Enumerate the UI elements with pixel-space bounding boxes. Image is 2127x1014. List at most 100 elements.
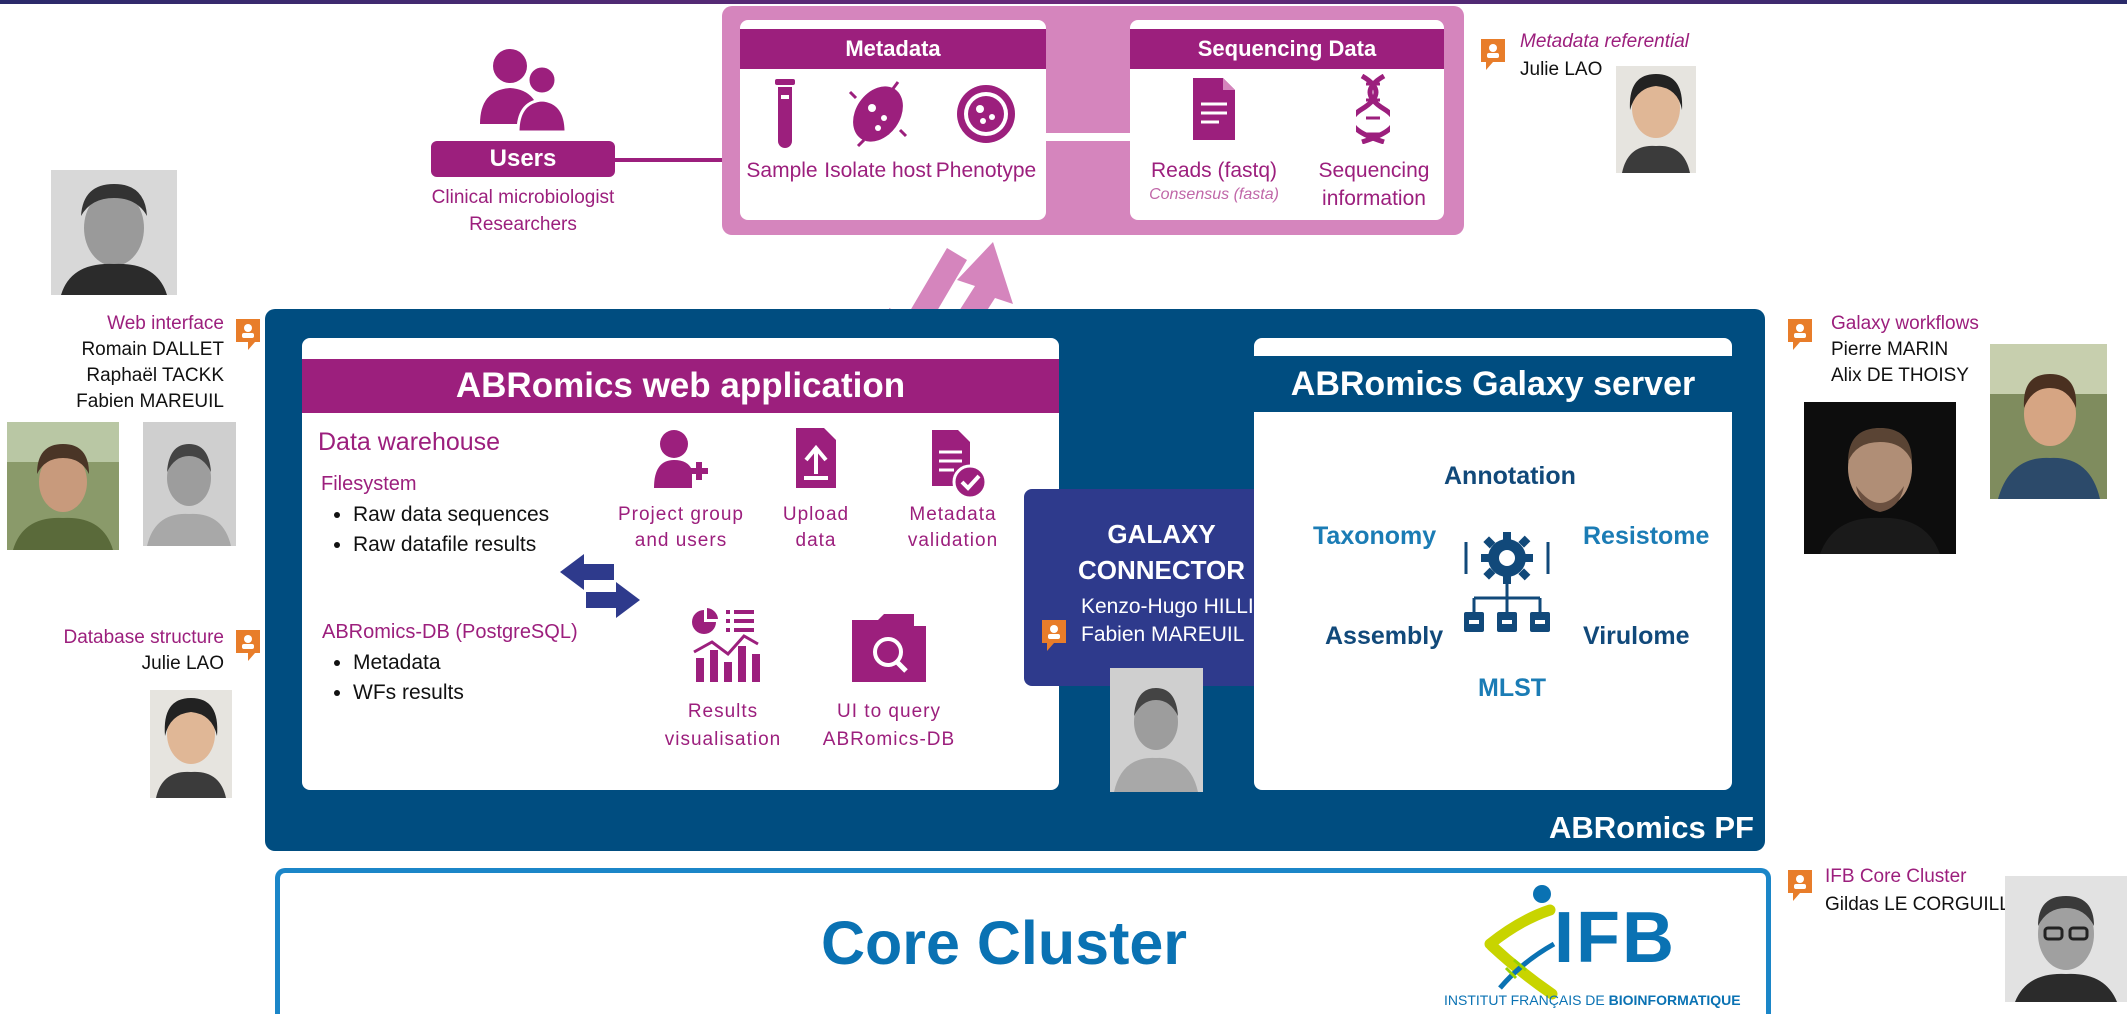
- users-line2: Researchers: [469, 214, 577, 235]
- pierre-marin-photo: [1804, 402, 1956, 554]
- db-item: WFs results: [353, 681, 464, 705]
- feature-line: and users: [634, 530, 728, 551]
- workflow-gear-icon: [1460, 528, 1554, 636]
- ifb-core-role: IFB Core Cluster: [1825, 866, 1967, 887]
- tool-virulome: Virulome: [1583, 622, 1690, 650]
- contact-pin-icon: [233, 316, 263, 352]
- dna-icon: [1349, 73, 1397, 145]
- feature-line: ABRomics-DB: [822, 729, 956, 750]
- metadata-card-title: Metadata: [740, 29, 1046, 69]
- galaxy-workflows-person-2: Alix DE THOISY: [1831, 365, 1969, 386]
- database-structure-role: Database structure: [63, 627, 224, 648]
- ifb-caption-b: BIOINFORMATIQUE: [1608, 992, 1741, 1008]
- contact-pin-icon: [233, 627, 263, 663]
- reads-label: Reads (fastq): [1150, 159, 1278, 182]
- feature-line: validation: [907, 530, 999, 551]
- contact-pin-icon: [1785, 867, 1815, 903]
- connector-person: Fabien MAREUIL: [1081, 623, 1245, 646]
- database-structure-person: Julie LAO: [141, 653, 224, 674]
- users-line1: Clinical microbiologist: [431, 187, 615, 208]
- panel-link-bar: [1045, 133, 1135, 141]
- ifb-core-person: Gildas LE CORGUILLE: [1825, 894, 2023, 915]
- julie-lao-photo-top: [1616, 66, 1696, 173]
- raphael-tackk-photo: [7, 422, 119, 550]
- romain-dallet-photo: [51, 170, 177, 295]
- web-interface-person-3: Fabien MAREUIL: [76, 391, 224, 412]
- connector-people: Kenzo-Hugo HILLION Fabien MAREUIL: [1081, 593, 1285, 649]
- tool-annotation: Annotation: [1444, 462, 1576, 490]
- tool-assembly: Assembly: [1325, 622, 1444, 650]
- query-folder-icon: [850, 612, 928, 684]
- web-interface-person-2: Raphaël TACKK: [86, 365, 224, 386]
- tool-resistome: Resistome: [1583, 522, 1710, 550]
- isolate-host-icon: [848, 78, 908, 150]
- tool-mlst: MLST: [1478, 674, 1547, 702]
- ifb-caption-a: INSTITUT FRANÇAIS DE: [1444, 992, 1605, 1008]
- isolate-host-label: Isolate host: [824, 159, 932, 182]
- top-border: [0, 0, 2127, 4]
- feature-line: Results: [687, 701, 759, 722]
- sample-icon: [772, 79, 798, 153]
- connector-line1: GALAXY: [1107, 519, 1216, 549]
- filesystem-list: Raw data sequences Raw datafile results: [327, 503, 549, 563]
- sequencing-info-line1: Sequencing: [1318, 159, 1430, 182]
- data-warehouse-title: Data warehouse: [318, 428, 501, 456]
- feature-line: Metadata: [909, 504, 997, 525]
- ifb-logo-text: IFB: [1554, 898, 1676, 978]
- tool-taxonomy: Taxonomy: [1313, 522, 1437, 550]
- pf-label: ABRomics PF: [1549, 810, 1754, 845]
- contact-pin-icon: [1785, 316, 1815, 352]
- galaxy-workflows-role: Galaxy workflows: [1831, 313, 1979, 334]
- sequencing-info-line2: information: [1322, 187, 1426, 210]
- feature-label: UI to query ABRomics-DB: [812, 701, 966, 751]
- feature-line: Project group: [617, 504, 744, 525]
- core-cluster-box: [275, 868, 1771, 1014]
- galaxy-workflows-person-1: Pierre MARIN: [1831, 339, 1949, 360]
- reads-file-icon: [1191, 76, 1237, 142]
- web-interface-person-1: Romain DALLET: [81, 339, 224, 360]
- alix-de-thoisy-photo: [1990, 344, 2107, 499]
- connector-title: GALAXY CONNECTOR: [1024, 516, 1299, 588]
- metadata-referential-person: Julie LAO: [1520, 59, 1603, 80]
- sample-label: Sample: [746, 159, 818, 182]
- contact-pin-icon: [1039, 617, 1069, 653]
- users-label: Users: [431, 141, 615, 177]
- kenzo-hugo-hillion-photo: [1110, 668, 1203, 792]
- consensus-label: Consensus (fasta): [1149, 186, 1279, 203]
- webapp-title: ABRomics web application: [302, 359, 1059, 413]
- contact-pin-icon: [1478, 36, 1508, 72]
- filesystem-item: Raw datafile results: [353, 533, 549, 557]
- db-list: Metadata WFs results: [327, 651, 464, 711]
- phenotype-icon: [955, 83, 1017, 145]
- feature-line: visualisation: [664, 729, 782, 750]
- users-connector-line: [615, 158, 725, 162]
- phenotype-label: Phenotype: [935, 159, 1037, 182]
- core-cluster-title: Core Cluster: [820, 909, 1188, 977]
- ifb-logo-icon: [1480, 884, 1590, 1006]
- julie-lao-photo-left: [150, 690, 232, 798]
- metadata-validation-icon: [930, 428, 988, 500]
- project-group-icon: [652, 428, 710, 490]
- connector-person: Kenzo-Hugo HILLION: [1081, 595, 1286, 618]
- db-item: Metadata: [353, 651, 464, 675]
- web-interface-role: Web interface: [107, 313, 224, 334]
- filesystem-item: Raw data sequences: [353, 503, 549, 527]
- gildas-le-corguille-photo: [2005, 876, 2127, 1002]
- galaxy-connector-box: [1024, 489, 1299, 686]
- ifb-caption: INSTITUT FRANÇAIS DE BIOINFORMATIQUE: [1444, 992, 1741, 1008]
- users-icon: [476, 44, 568, 134]
- feature-label: Project group and users: [610, 504, 752, 552]
- users-subtitle: Clinical microbiologist Researchers: [405, 184, 641, 238]
- feature-line: UI to query: [837, 701, 941, 722]
- feature-line: data: [795, 530, 837, 551]
- filesystem-title: Filesystem: [321, 473, 417, 495]
- results-visualisation-icon: [690, 606, 762, 686]
- feature-line: Upload: [782, 504, 850, 525]
- sequencing-card-title: Sequencing Data: [1130, 29, 1444, 69]
- sync-arrows-icon: [560, 552, 640, 620]
- webapp-card: [302, 338, 1059, 790]
- fabien-mareuil-photo: [143, 422, 236, 546]
- feature-label: Metadata validation: [890, 504, 1016, 552]
- sequencing-card: Sequencing Data: [1130, 20, 1444, 220]
- db-title: ABRomics-DB (PostgreSQL): [322, 621, 578, 643]
